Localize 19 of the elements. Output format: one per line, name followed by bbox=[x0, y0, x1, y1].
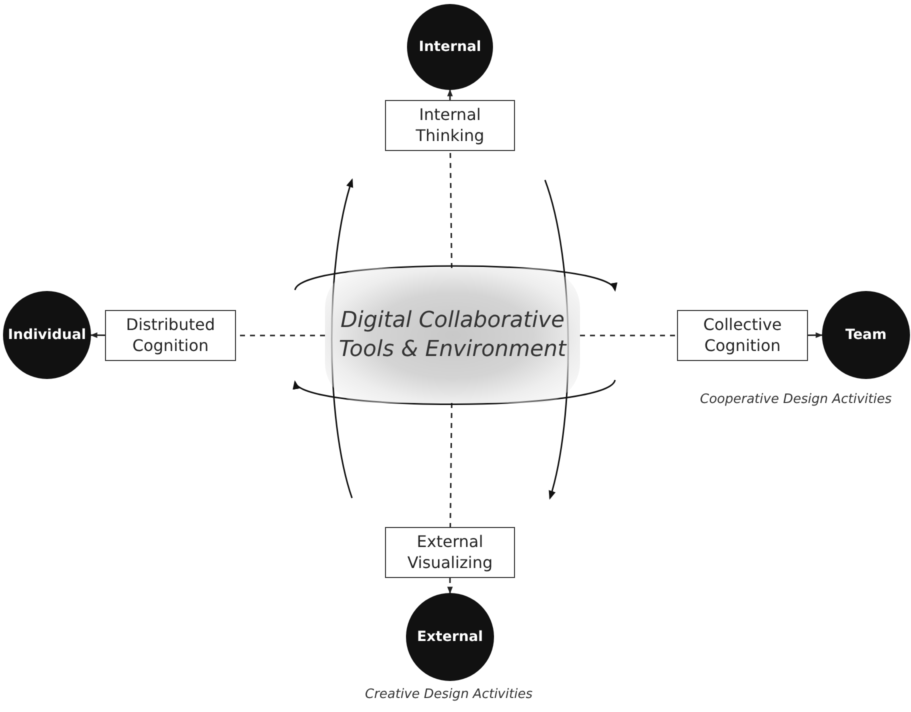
pole-circle: Internal bbox=[407, 4, 493, 90]
dashed-connector bbox=[450, 403, 452, 527]
glow-area bbox=[325, 268, 580, 403]
arrow bbox=[447, 89, 453, 100]
pole-circle: Team bbox=[822, 291, 910, 379]
process-box: Distributed Cognition bbox=[105, 310, 236, 361]
dashed-connector bbox=[450, 151, 452, 268]
dashed-connector bbox=[580, 334, 677, 336]
center-label: Digital Collaborative Tools & Environment bbox=[338, 306, 568, 364]
process-box: Collective Cognition bbox=[677, 310, 808, 361]
arrow bbox=[90, 332, 105, 338]
process-box: Internal Thinking bbox=[385, 100, 515, 151]
node-caption: Cooperative Design Activities bbox=[700, 392, 892, 407]
arrow bbox=[808, 332, 823, 338]
node-caption: Creative Design Activities bbox=[365, 687, 532, 702]
process-box: External Visualizing bbox=[385, 527, 515, 578]
arrow bbox=[447, 578, 453, 594]
pole-circle: External bbox=[406, 593, 494, 681]
pole-circle: Individual bbox=[3, 291, 91, 379]
